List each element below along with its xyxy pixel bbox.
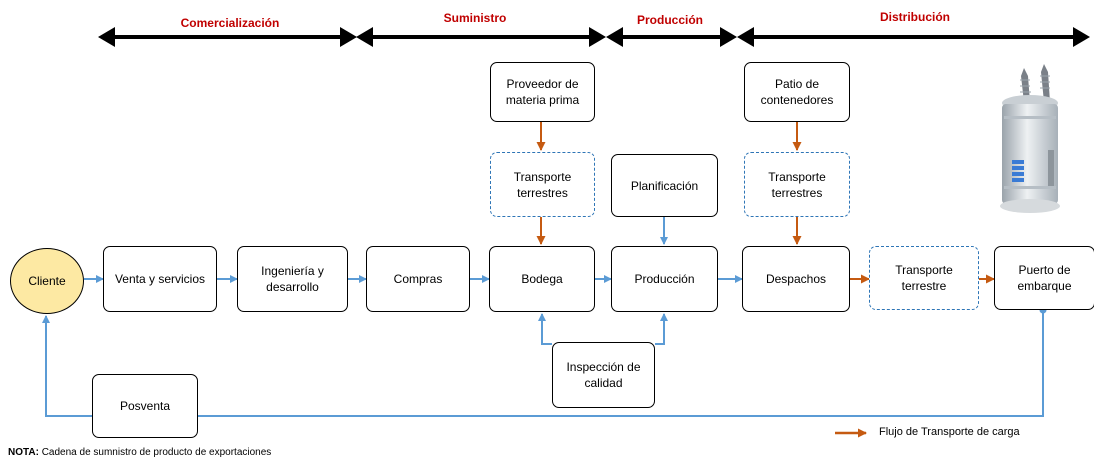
phase-arrow-comercializacion [98, 27, 357, 47]
flow-inspeccion-produccion [655, 313, 668, 345]
node-produccion: Producción [611, 246, 718, 312]
phase-label-suministro: Suministro [443, 11, 507, 25]
phase-arrow-produccion [606, 27, 737, 47]
node-transporte-terrestres-suministro: Transporte terrestres [490, 152, 595, 217]
node-inspeccion-calidad: Inspección de calidad [552, 342, 655, 408]
node-transporte-terrestres-distribucion: Transporte terrestres [744, 152, 850, 217]
phase-arrow-suministro [356, 27, 606, 47]
node-proveedor-materia-prima: Proveedor de materia prima [490, 62, 595, 122]
phase-label-produccion: Producción [636, 13, 703, 27]
node-posventa: Posventa [92, 374, 198, 438]
node-ingenieria-desarrollo: Ingeniería y desarrollo [237, 246, 348, 312]
node-compras: Compras [366, 246, 470, 312]
phase-label-distribucion: Distribución [879, 10, 950, 24]
legend-label: Flujo de Transporte de carga [879, 426, 1020, 438]
node-cliente: Cliente [10, 248, 84, 314]
note-label: NOTA: [8, 447, 39, 458]
node-planificacion: Planificación [611, 154, 718, 217]
flow-puerto-cliente [42, 310, 1044, 417]
node-puerto-embarque: Puerto de embarque [994, 246, 1094, 310]
phase-arrow-distribucion [737, 27, 1090, 47]
node-patio-contenedores: Patio de contenedores [744, 62, 850, 122]
node-venta-servicios: Venta y servicios [103, 246, 217, 312]
node-transporte-terrestre: Transporte terrestre [869, 246, 979, 310]
phase-label-comercializacion: Comercialización [180, 16, 280, 30]
node-despachos: Despachos [742, 246, 850, 312]
flow-inspeccion-bodega [538, 313, 552, 345]
note-text: Cadena de sumnistro de producto de expor… [38, 447, 272, 458]
note: NOTA: Cadena de sumnistro de producto de… [8, 447, 271, 458]
transformer-icon [1000, 64, 1060, 213]
node-bodega: Bodega [489, 246, 595, 312]
